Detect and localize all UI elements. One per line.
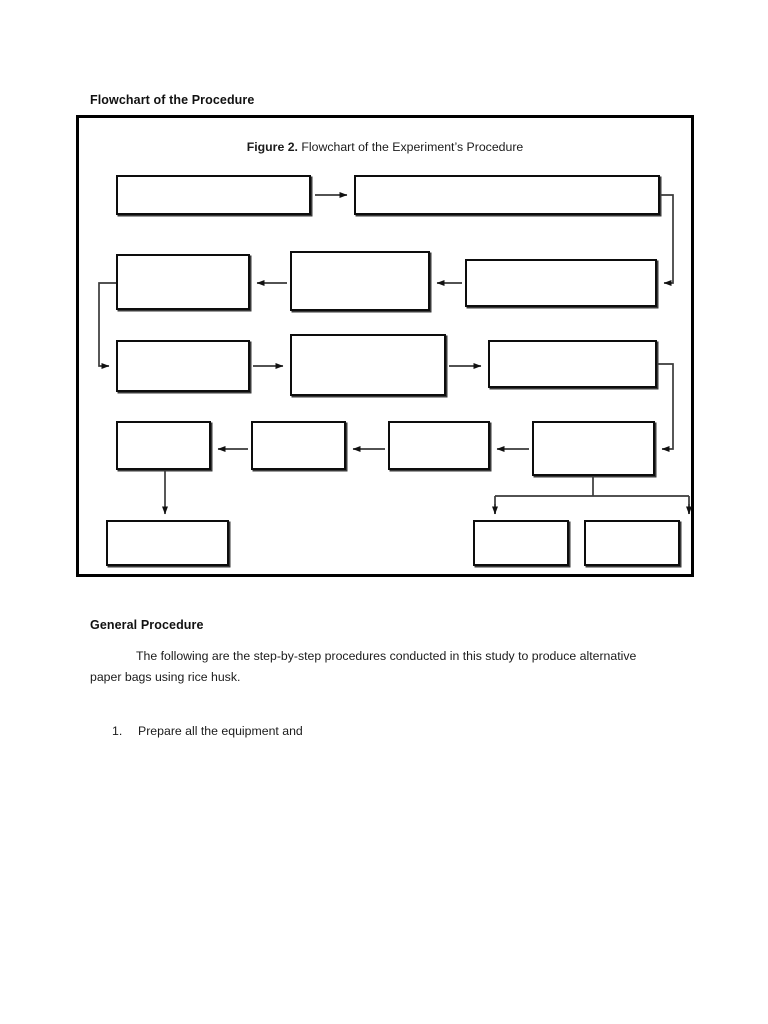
list-item-text: Prepare all the equipment and (138, 724, 303, 738)
flow-box-row5-3 (584, 520, 680, 566)
flow-box-row2-2 (290, 251, 430, 311)
flow-box-row4-3 (388, 421, 490, 470)
flow-box-row3-1 (116, 340, 250, 392)
flow-box-row3-2 (290, 334, 446, 396)
list-item-number: 1. (112, 724, 123, 738)
figure-caption: Figure 2. Flowchart of the Experiment’s … (79, 140, 691, 154)
flow-box-row5-1 (106, 520, 229, 566)
general-procedure-paragraph: The following are the step-by-step proce… (90, 649, 637, 684)
flow-box-row2-3 (465, 259, 657, 307)
flow-box-row4-2 (251, 421, 346, 470)
list-item: 1. Prepare all the equipment and (112, 722, 303, 741)
figure-caption-label: Figure 2. (246, 140, 298, 154)
flowchart-section-heading: Flowchart of the Procedure (90, 93, 255, 107)
figure-caption-text: Flowchart of the Experiment’s Procedure (297, 140, 524, 154)
flow-box-row3-3 (488, 340, 657, 388)
figure-frame: Figure 2. Flowchart of the Experiment’s … (76, 115, 694, 577)
flowchart-boxes (79, 118, 697, 580)
flow-box-row4-4 (532, 421, 655, 476)
flow-box-row1-1 (116, 175, 311, 215)
flow-box-row4-1 (116, 421, 211, 470)
general-procedure-heading: General Procedure (90, 618, 204, 632)
flow-box-row1-2 (354, 175, 660, 215)
flow-box-row5-2 (473, 520, 569, 566)
flow-box-row2-1 (116, 254, 250, 310)
